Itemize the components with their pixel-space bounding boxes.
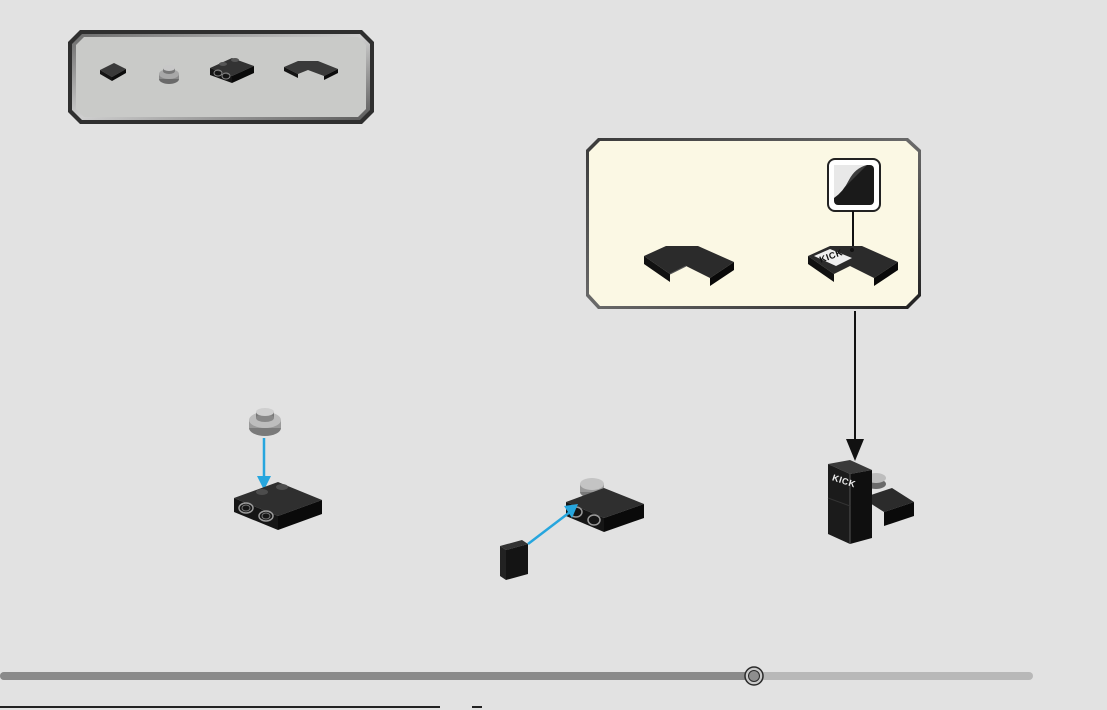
corner-tile-plain-icon <box>640 240 740 290</box>
progress-knob[interactable] <box>744 666 764 686</box>
step-2-tile <box>496 536 532 582</box>
step-2-assembly-arrow <box>524 500 584 548</box>
sticker-icon <box>827 158 881 212</box>
round-plate-1x1-icon <box>156 62 182 88</box>
sticker-to-step-arrow <box>844 311 866 463</box>
progress-bar <box>0 672 1033 680</box>
corner-tile-icon <box>280 58 342 84</box>
page-bottom-rule-mark <box>472 706 482 708</box>
page-bottom-rule <box>0 706 440 708</box>
progress-fill <box>0 672 754 680</box>
bracket-plate-icon <box>206 56 258 84</box>
corner-tile-with-sticker-icon: KICK <box>804 240 904 290</box>
step-3-assembled-model: KICK <box>822 458 918 548</box>
step-1-round-plate <box>246 404 284 440</box>
sticker-callout: KICK <box>584 136 924 311</box>
parts-callout <box>66 28 376 126</box>
flat-tile-1x1-icon <box>96 60 130 84</box>
step-1-bracket <box>226 478 330 534</box>
